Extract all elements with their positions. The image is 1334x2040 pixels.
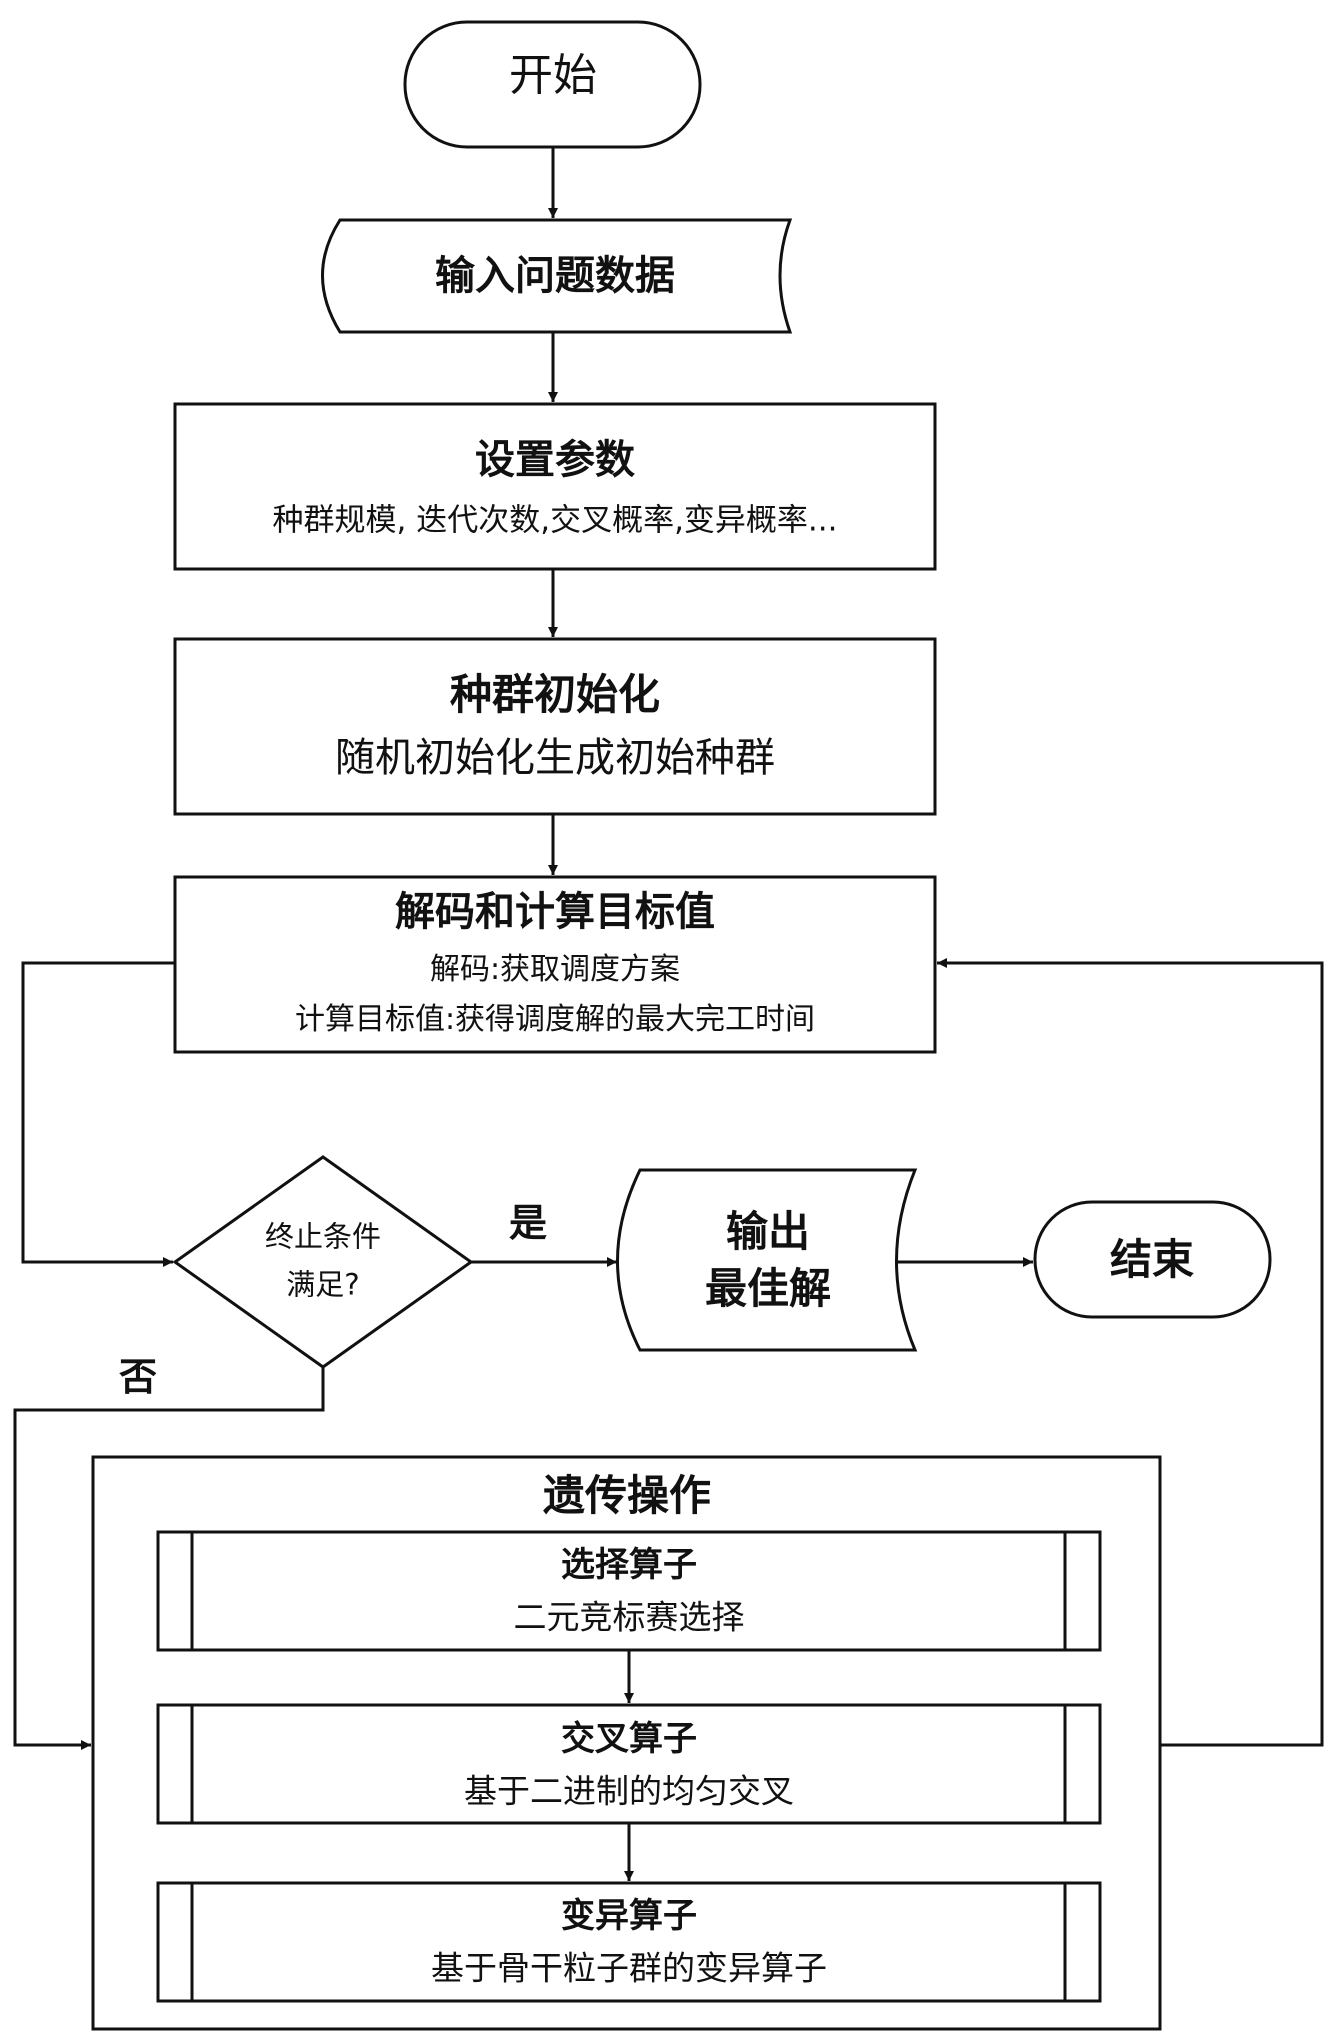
- decode-title: 解码和计算目标值: [395, 889, 715, 935]
- start-label: 开始: [509, 50, 597, 101]
- arrow-genetic-decode-loop: [937, 958, 1324, 1747]
- output-line2: 最佳解: [704, 1264, 832, 1313]
- genetic-title: 遗传操作: [542, 1471, 712, 1520]
- selection-detail: 二元竞标赛选择: [513, 1597, 745, 1637]
- input-data-shape: [321, 218, 793, 334]
- mutation-box: [156, 1881, 1102, 2003]
- init-box: [173, 637, 937, 816]
- end-terminator: [1033, 1200, 1272, 1319]
- decision-line1: 终止条件: [264, 1219, 382, 1254]
- init-detail: 随机初始化生成初始种群: [335, 735, 775, 781]
- end-label: 结束: [1109, 1235, 1195, 1284]
- selection-title: 选择算子: [561, 1545, 697, 1585]
- init-title: 种群初始化: [449, 670, 661, 719]
- arrow-decision-genetic: [13, 1367, 325, 1750]
- decode-line2: 计算目标值:获得调度解的最大完工时间: [294, 1002, 816, 1037]
- params-box: [173, 402, 937, 571]
- no-label: 否: [118, 1355, 158, 1399]
- params-detail: 种群规模, 迭代次数,交叉概率,变异概率...: [272, 502, 838, 539]
- crossover-title: 交叉算子: [561, 1719, 697, 1759]
- params-title: 设置参数: [475, 437, 635, 483]
- output-data-shape: [616, 1168, 918, 1352]
- mutation-title: 变异算子: [561, 1896, 697, 1936]
- decision-diamond: [172, 1155, 474, 1369]
- genetic-container: [91, 1455, 1162, 2031]
- decision-line2: 满足?: [286, 1267, 360, 1302]
- yes-label: 是: [508, 1201, 548, 1245]
- crossover-detail: 基于二进制的均匀交叉: [464, 1771, 794, 1811]
- decode-line1: 解码:获取调度方案: [429, 952, 681, 987]
- output-line1: 输出: [725, 1207, 811, 1256]
- arrow-decode-decision: [21, 961, 175, 1267]
- mutation-detail: 基于骨干粒子群的变异算子: [431, 1948, 827, 1988]
- input-label: 输入问题数据: [435, 253, 675, 299]
